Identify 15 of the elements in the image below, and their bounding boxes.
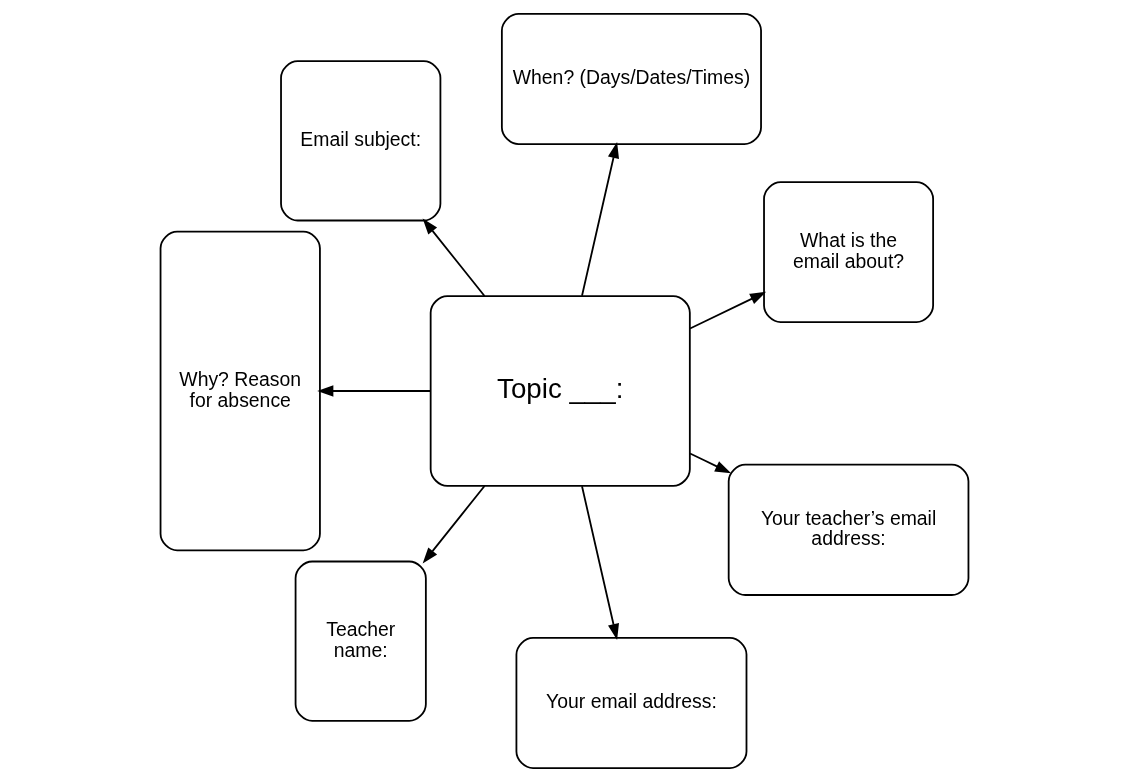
arrow	[316, 385, 431, 397]
node-box: Email subject:	[279, 60, 441, 222]
arrow	[422, 218, 485, 297]
arrow	[688, 291, 766, 330]
node-box: Topic ___:	[429, 295, 691, 487]
arrow	[422, 485, 485, 564]
node-box: Why? Reason for absence	[159, 230, 321, 552]
arrow	[580, 485, 619, 641]
node-box: Teacher name:	[294, 560, 427, 722]
node-box: When? (Days/Dates/Times)	[500, 13, 762, 146]
arrow	[580, 141, 619, 297]
arrow	[688, 452, 731, 474]
node-box: Your email address:	[515, 636, 747, 769]
node-box: What is the email about?	[762, 181, 934, 324]
node-box: Your teacher’s email address:	[727, 463, 969, 596]
